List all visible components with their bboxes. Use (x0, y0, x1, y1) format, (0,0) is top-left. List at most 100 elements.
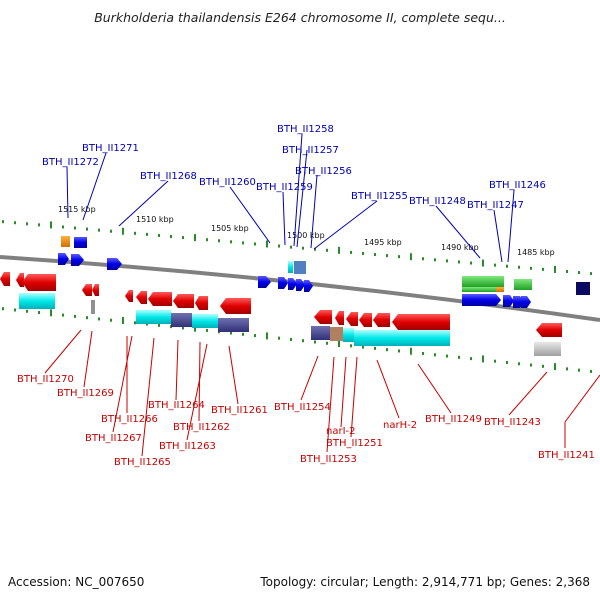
gene-feature[interactable] (534, 342, 561, 356)
gene-feature[interactable] (278, 277, 288, 289)
gene-feature[interactable] (521, 296, 531, 308)
gene-feature[interactable] (107, 258, 122, 270)
gene-feature[interactable] (514, 279, 532, 290)
gene-label[interactable]: narI-2 (326, 426, 356, 437)
gene-feature[interactable] (19, 293, 55, 309)
gene-label[interactable]: BTH_II1243 (484, 417, 541, 428)
scale-tick (74, 226, 76, 230)
gene-feature[interactable] (220, 298, 251, 314)
gene-feature[interactable] (462, 276, 504, 287)
gene-label[interactable]: BTH_II1260 (199, 177, 256, 188)
gene-label[interactable]: BTH_II1263 (159, 441, 216, 452)
gene-feature[interactable] (58, 253, 69, 265)
gene-label[interactable]: BTH_II1259 (256, 182, 313, 193)
gene-feature[interactable] (91, 300, 95, 314)
gene-feature[interactable] (346, 312, 358, 326)
gene-feature[interactable] (192, 314, 218, 328)
gene-label[interactable]: BTH_II1262 (173, 422, 230, 433)
gene-feature[interactable] (171, 313, 192, 327)
gene-feature[interactable] (354, 330, 450, 346)
gene-label[interactable]: BTH_II1247 (467, 200, 524, 211)
gene-feature[interactable] (82, 284, 92, 296)
gene-label[interactable]: BTH_II1266 (101, 414, 158, 425)
scale-tick (218, 239, 220, 243)
scale-tick (206, 238, 208, 242)
gene-label[interactable]: BTH_II1271 (82, 143, 139, 154)
scale-tick (350, 250, 352, 254)
gene-label[interactable]: BTH_II1254 (274, 402, 331, 413)
gene-label[interactable]: narH-2 (383, 420, 417, 431)
gene-label[interactable]: BTH_II1256 (295, 166, 352, 177)
gene-label[interactable]: BTH_II1267 (85, 433, 142, 444)
gene-label[interactable]: BTH_II1249 (425, 414, 482, 425)
gene-label[interactable]: BTH_II1257 (282, 145, 339, 156)
scale-tick (2, 307, 4, 311)
gene-label[interactable]: BTH_II1268 (140, 171, 197, 182)
gene-feature[interactable] (296, 279, 305, 291)
gene-label[interactable]: BTH_II1248 (409, 196, 466, 207)
gene-feature[interactable] (258, 276, 271, 288)
gene-feature[interactable] (304, 280, 313, 292)
gene-feature[interactable] (288, 261, 293, 273)
gene-label[interactable]: BTH_II1258 (277, 124, 334, 135)
scale-tick (206, 328, 208, 332)
gene-feature[interactable] (330, 327, 343, 341)
scale-tick (266, 332, 268, 340)
gene-feature[interactable] (218, 318, 249, 332)
gene-feature[interactable] (136, 310, 171, 324)
scale-tick (2, 220, 4, 224)
scale-tick (434, 353, 436, 357)
gene-label[interactable]: BTH_II1251 (326, 438, 383, 449)
gene-label[interactable]: BTH_II1253 (300, 454, 357, 465)
gene-feature[interactable] (359, 313, 372, 327)
gene-feature[interactable] (125, 290, 133, 302)
gene-label[interactable]: BTH_II1269 (57, 388, 114, 399)
gene-feature[interactable] (311, 326, 330, 340)
gene-feature[interactable] (71, 254, 84, 266)
gene-label[interactable]: BTH_II1265 (114, 457, 171, 468)
gene-label[interactable]: BTH_II1246 (489, 180, 546, 191)
gene-feature[interactable] (462, 294, 501, 306)
gene-feature[interactable] (343, 328, 354, 342)
scale-tick (422, 257, 424, 261)
gene-feature[interactable] (576, 282, 590, 295)
gene-label[interactable]: BTH_II1272 (42, 157, 99, 168)
gene-label[interactable]: BTH_II1261 (211, 405, 268, 416)
gene-label[interactable]: BTH_II1270 (17, 374, 74, 385)
gene-feature[interactable] (294, 261, 306, 274)
gene-feature[interactable] (92, 284, 99, 296)
gene-feature[interactable] (195, 296, 208, 310)
gene-feature[interactable] (16, 273, 24, 287)
kbp-label: 1485 kbp (517, 248, 555, 257)
scale-tick (446, 354, 448, 358)
gene-feature[interactable] (136, 291, 147, 304)
gene-feature[interactable] (314, 310, 332, 324)
scale-tick (530, 363, 532, 367)
gene-feature[interactable] (462, 287, 496, 292)
gene-feature[interactable] (496, 287, 504, 292)
gene-feature[interactable] (0, 272, 10, 286)
gene-feature[interactable] (148, 292, 172, 306)
scale-tick (50, 309, 52, 317)
scale-tick (458, 355, 460, 359)
scale-tick (374, 346, 376, 350)
gene-label[interactable]: BTH_II1264 (148, 400, 205, 411)
scale-tick (98, 228, 100, 232)
scale-tick (74, 314, 76, 318)
gene-feature[interactable] (74, 237, 87, 248)
gene-feature[interactable] (503, 295, 514, 307)
gene-feature[interactable] (536, 323, 562, 337)
gene-feature[interactable] (173, 294, 194, 308)
gene-label[interactable]: BTH_II1241 (538, 450, 595, 461)
scale-tick (170, 235, 172, 239)
scale-tick (254, 242, 256, 246)
gene-feature[interactable] (288, 278, 297, 290)
gene-feature[interactable] (61, 236, 70, 247)
gene-feature[interactable] (22, 274, 56, 291)
gene-feature[interactable] (335, 311, 344, 325)
gene-feature[interactable] (373, 313, 390, 327)
gene-feature[interactable] (392, 314, 450, 330)
forward-strand-features (58, 236, 590, 308)
gene-label[interactable]: BTH_II1255 (351, 191, 408, 202)
